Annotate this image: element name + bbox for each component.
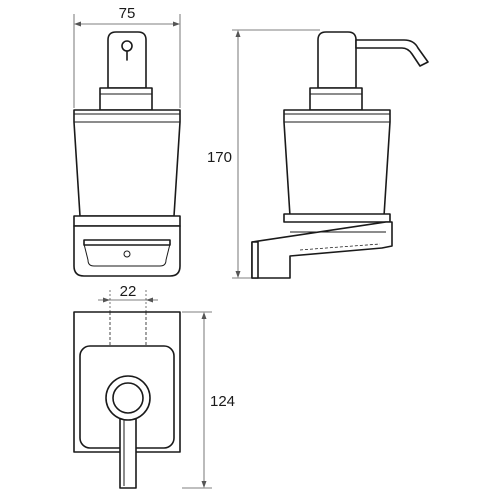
bottom-height-dimension: 124 (182, 311, 235, 489)
side-wall-plate (251, 241, 259, 279)
width-dimension-label: 75 (119, 5, 136, 22)
bottom-height-dimension-label: 124 (210, 393, 235, 410)
holder-top (73, 215, 181, 227)
spacing-dimension: 22 (98, 283, 158, 345)
drain-hole (123, 250, 131, 258)
side-glass-container (283, 109, 391, 217)
front-view: 75 (73, 5, 181, 277)
side-holder-arm (251, 221, 393, 279)
arm-stem (119, 411, 137, 489)
spacing-dimension-label: 22 (120, 283, 137, 300)
pump-neck (99, 87, 153, 111)
rear-view: 22 124 (73, 283, 235, 489)
side-pump-neck (309, 87, 363, 111)
side-spout (355, 39, 429, 67)
side-holder-top (283, 213, 391, 223)
height-dimension-label: 170 (207, 149, 232, 166)
side-pump-head (317, 31, 357, 89)
ring-inner (112, 382, 144, 414)
glass-container (73, 109, 181, 217)
holder-slot (83, 239, 171, 246)
width-dimension: 75 (73, 5, 181, 108)
side-view: 170 (207, 29, 429, 279)
height-dimension: 170 (207, 29, 320, 279)
pump-nozzle (121, 40, 133, 52)
